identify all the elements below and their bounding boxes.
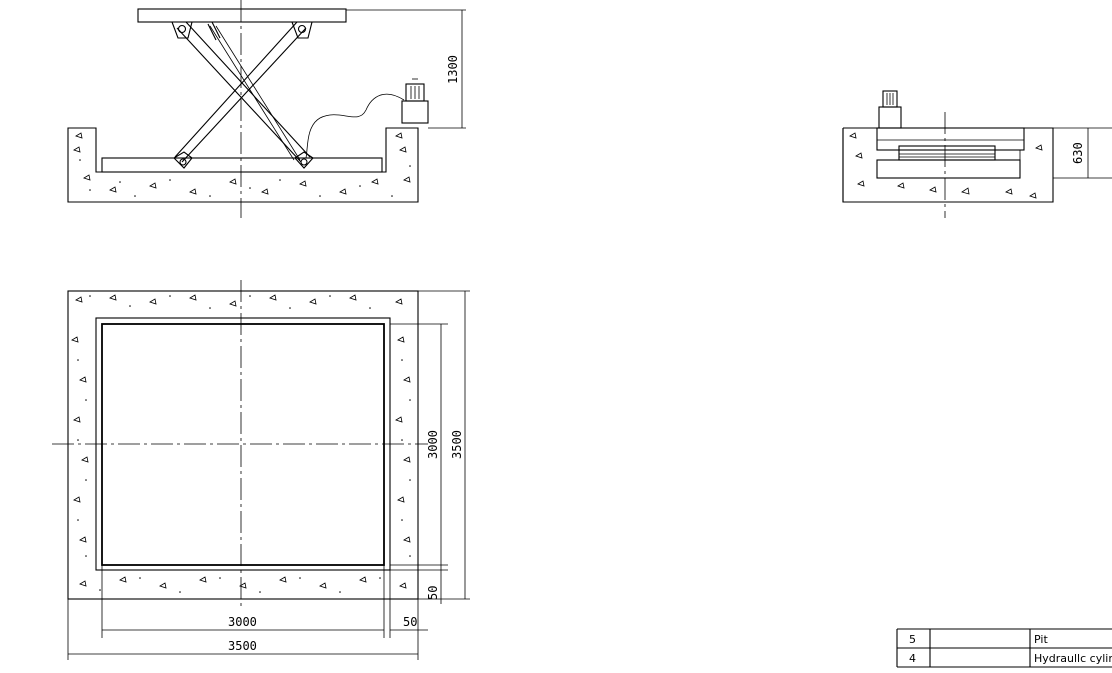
outer-width-dimension-label: 3500 — [228, 639, 257, 653]
inner-width-dimension-label: 3000 — [228, 615, 257, 629]
row-name: Pit — [1034, 633, 1048, 646]
plan-pit-outer — [67, 290, 419, 600]
scissor-arms — [174, 21, 311, 163]
base-frame — [101, 157, 383, 173]
side-view: 1300 — [67, 0, 466, 218]
side-pit — [67, 127, 419, 203]
plan-view: 3000 3500 50 3000 50 3500 — [52, 280, 470, 660]
end-motor-icon — [878, 90, 902, 129]
platform-top — [137, 8, 347, 23]
plan-pit-concrete — [71, 294, 411, 589]
inner-height-dimension-label: 3000 — [426, 430, 440, 459]
end-pit — [842, 127, 1054, 203]
row-name: Hydraullc cylinder — [1034, 652, 1112, 665]
end-height-dimension: 630 — [1053, 127, 1112, 179]
row-number: 5 — [909, 633, 916, 646]
table-row: 4 Hydraullc cylinder — [909, 652, 1112, 665]
row-number: 4 — [909, 652, 916, 665]
height-dimension-label: 1300 — [446, 55, 460, 84]
parts-list-table: 5 Pit 4 Hydraullc cylinder — [896, 628, 1112, 668]
outer-height-dimension-label: 3500 — [450, 430, 464, 459]
plan-horizontal-dimensions: 3000 50 3500 — [67, 565, 428, 660]
motor-icon — [401, 78, 429, 124]
side-pit-dots — [79, 159, 411, 197]
end-view: 630 — [842, 90, 1112, 218]
height-dimension: 1300 — [346, 9, 466, 129]
plan-pit-dots — [77, 295, 411, 593]
plan-platform — [101, 323, 385, 566]
pivot-brackets — [171, 21, 314, 169]
side-gap-dimension-label: 50 — [403, 615, 417, 629]
hydraulic-hose — [305, 93, 405, 159]
side-pit-concrete — [73, 132, 411, 195]
end-height-dimension-label: 630 — [1071, 142, 1085, 164]
plan-vertical-dimensions: 3000 3500 50 — [384, 290, 470, 604]
table-row: 5 Pit — [909, 633, 1048, 646]
end-pit-concrete — [849, 132, 1043, 199]
gap-dimension-label: 50 — [426, 586, 440, 600]
